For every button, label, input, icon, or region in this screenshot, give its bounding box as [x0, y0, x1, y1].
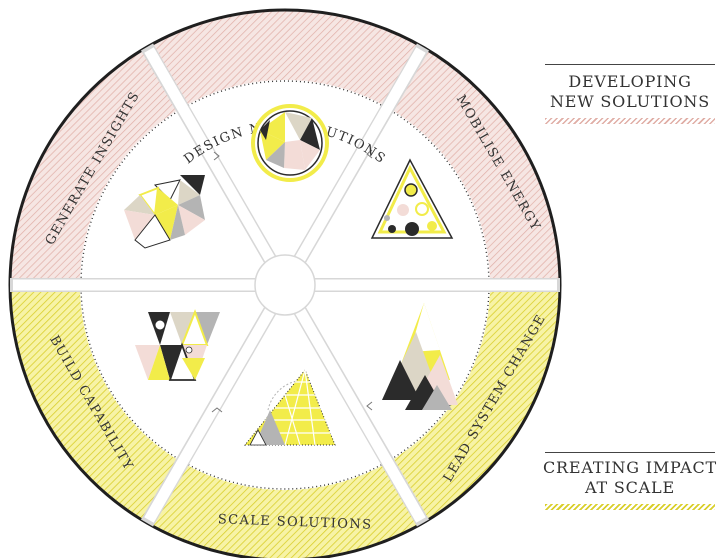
- legend-developing-line2: NEW SOLUTIONS: [550, 92, 710, 111]
- triangle-dots-icon: [370, 158, 454, 239]
- legend-developing-swatch: [545, 118, 715, 124]
- legend-scaling: CREATING IMPACT AT SCALE: [540, 458, 719, 498]
- svg-text:SCALE SOLUTIONS: SCALE SOLUTIONS: [218, 512, 373, 532]
- circle-triangles-icon: [251, 104, 329, 182]
- label-scale-solutions: SCALE SOLUTIONS: [218, 512, 373, 532]
- legend-scaling-line1: CREATING IMPACT: [543, 458, 717, 477]
- mountain-icon: [382, 303, 458, 410]
- legend-top-rule: [545, 64, 715, 65]
- legend-developing: DEVELOPING NEW SOLUTIONS: [540, 72, 719, 112]
- legend-bottom-rule: [545, 452, 715, 453]
- ring-top-hatch: [10, 10, 560, 285]
- legend-scaling-swatch: [545, 504, 715, 510]
- hub: [254, 254, 316, 316]
- gem-cluster-icon: [124, 175, 205, 249]
- legend-scaling-line2: AT SCALE: [585, 478, 675, 497]
- ring-bottom-hatch: [10, 285, 560, 558]
- spoke-chevrons: [211, 149, 373, 413]
- triangle-grid-icon: [135, 309, 220, 381]
- legend-developing-line1: DEVELOPING: [568, 72, 692, 91]
- spoke-inner-fill: [13, 47, 557, 523]
- stacked-triangle-icon: [243, 369, 336, 446]
